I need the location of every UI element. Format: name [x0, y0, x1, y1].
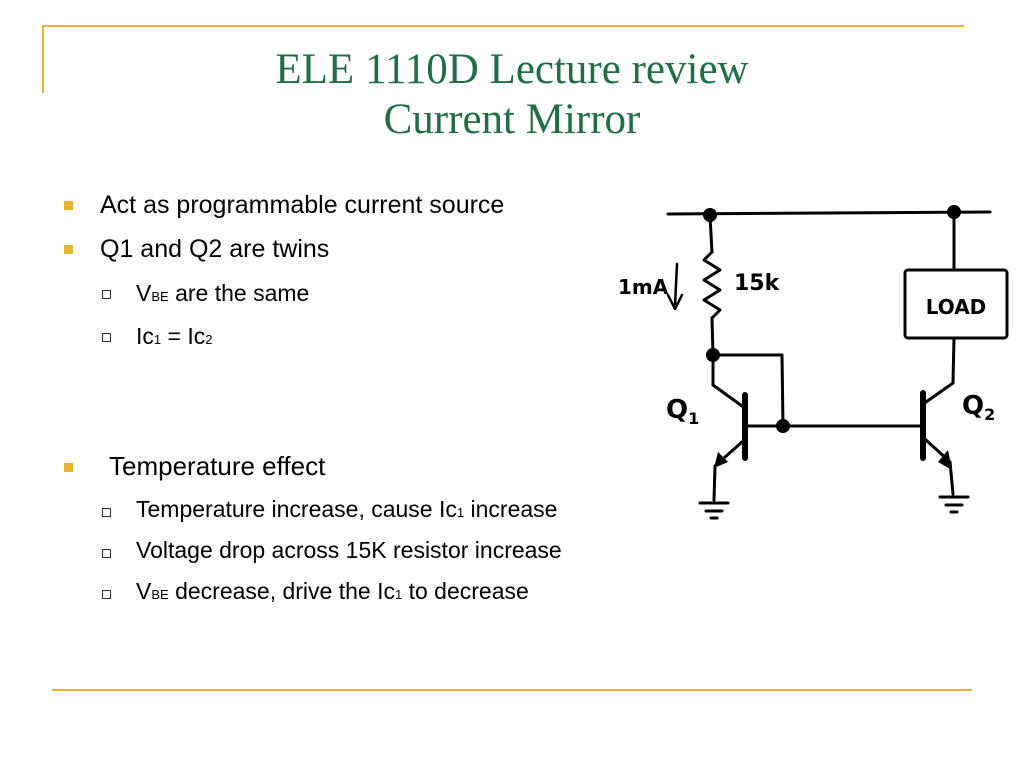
q2-subscript: 2 [984, 405, 995, 424]
q1-letter: Q [666, 395, 688, 425]
temp-increase-b: increase [464, 496, 558, 522]
supply-rail [666, 210, 992, 216]
vbe-decrease-b: decrease, drive the Ic [168, 578, 395, 604]
q1-emitter-lead [712, 464, 717, 502]
current-label: 1mA [618, 275, 669, 299]
resistor-label: 15k [734, 271, 781, 296]
load-box [903, 268, 1009, 340]
sub-bullet-square-icon [102, 508, 111, 517]
diode-connection-vertical [780, 353, 785, 428]
bullet-twins: Q1 and Q2 are twins [100, 235, 330, 263]
vbe-decrease-subscript: BE [151, 587, 169, 602]
junction-dot-rail-left [703, 208, 717, 222]
q2-letter: Q [962, 391, 984, 421]
left-branch-wire [708, 214, 714, 254]
current-arrow-head [666, 293, 684, 311]
q2-collector [924, 381, 955, 404]
ic1-subscript: 1 [153, 332, 162, 347]
q1-collector [711, 383, 744, 408]
bullet-square-icon [64, 201, 73, 210]
vbe-decrease-v: V [136, 578, 152, 604]
vbe-rest: are the same [168, 280, 310, 306]
vbe-subscript: BE [151, 289, 169, 304]
junction-dot-base-node [776, 419, 790, 433]
current-arrow-shaft [673, 262, 679, 308]
q2-emitter-arrow [938, 450, 952, 470]
frame-left-rule [42, 25, 44, 93]
ic2-subscript: 2 [205, 332, 213, 347]
sub-bullet-square-icon [102, 290, 111, 299]
current-mirror-schematic: 1mA 15k LOAD Q1 Q2 [618, 205, 1009, 520]
title-line-2: Current Mirror [383, 96, 641, 143]
junction-dot-rail-right [947, 205, 961, 219]
sub-bullet-vbe-same: VBE are the same [136, 279, 309, 311]
slide-title: ELE 1110D Lecture review Current Mirror [100, 45, 924, 145]
q2-label: Q2 [962, 391, 995, 424]
sub-bullet-square-icon [102, 333, 111, 342]
sub-bullet-square-icon [102, 549, 111, 558]
bullet-square-icon [64, 245, 73, 254]
junction-dot-collector-node [706, 348, 720, 362]
q1-subscript: 1 [688, 409, 699, 428]
bullet-square-icon [64, 463, 73, 472]
ic-equals-text: = Ic [161, 323, 206, 349]
ic1-text: Ic [136, 323, 154, 349]
vbe-decrease-ic1-subscript: 1 [394, 587, 403, 602]
bullet-temperature-effect: Temperature effect [109, 451, 326, 481]
sub-bullet-voltage-drop: Voltage drop across 15K resistor increas… [136, 537, 562, 563]
sub-bullet-vbe-decrease: VBE decrease, drive the Ic1 to decrease [136, 577, 529, 609]
vbe-v: V [136, 280, 152, 306]
resistor-15k [702, 250, 722, 320]
title-line-1: ELE 1110D Lecture review [275, 46, 749, 93]
bullet-programmable-source: Act as programmable current source [100, 191, 505, 219]
sub-bullet-ic-equal: Ic1 = Ic2 [136, 322, 212, 354]
load-label: LOAD [926, 295, 987, 319]
sub-bullet-temp-increase: Temperature increase, cause Ic1 increase [136, 495, 557, 527]
q2-collector-lead [951, 336, 956, 385]
temp-ic1-subscript: 1 [456, 505, 465, 520]
frame-top-rule [42, 25, 964, 27]
q1-emitter-arrow [714, 452, 728, 468]
vbe-decrease-c: to decrease [402, 578, 529, 604]
sub-bullet-square-icon [102, 590, 111, 599]
temp-increase-a: Temperature increase, cause Ic [136, 496, 457, 522]
frame-bottom-rule [52, 689, 972, 691]
q1-label: Q1 [666, 395, 699, 428]
